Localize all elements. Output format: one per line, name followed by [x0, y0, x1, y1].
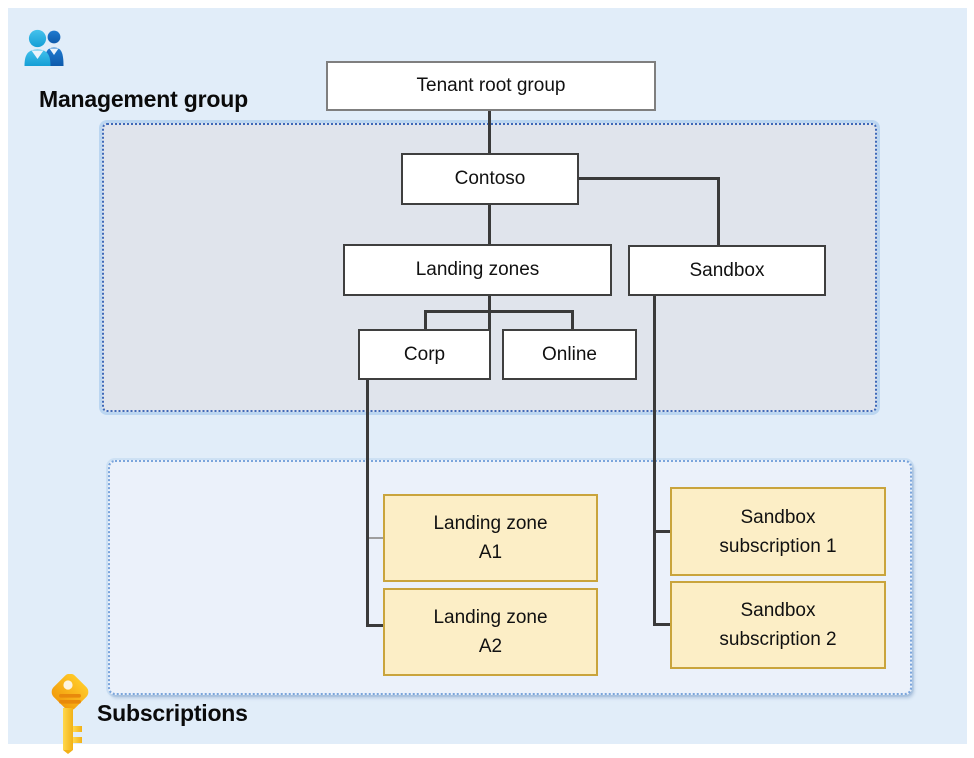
node-sandbox-subscription-2: Sandbox subscription 2 [670, 581, 886, 669]
node-label-line: A2 [478, 636, 503, 657]
subscriptions-title: Subscriptions [97, 700, 248, 726]
key-icon [48, 673, 92, 754]
node-contoso: Contoso [401, 153, 579, 205]
connector-contoso-landingzones [488, 204, 491, 246]
node-label-line: Sandbox [740, 600, 816, 621]
management-group-title: Management group [39, 86, 248, 112]
node-label-line: Landing zone [433, 513, 548, 534]
connector-corp-online-tbar [424, 310, 574, 313]
people-icon [22, 27, 68, 67]
node-label-line: Sandbox [740, 506, 816, 528]
node-landing-zones: Landing zones [343, 244, 612, 296]
node-landing-zone-a2: Landing zone A2 [383, 588, 598, 676]
node-online: Online [502, 329, 637, 380]
connector-corp-a1 [369, 537, 384, 539]
node-landing-zone-a1: Landing zone A1 [383, 494, 598, 582]
node-tenant-root-group: Tenant root group [326, 61, 656, 111]
node-sandbox-subscription-1: Sandbox subscription 1 [670, 487, 886, 576]
node-corp: Corp [358, 329, 491, 380]
connector-corp-trunk [366, 379, 369, 627]
connector-contoso-sandbox-horizontal [579, 177, 720, 180]
diagram-canvas: Management group Tenant root group Conto… [8, 8, 967, 754]
connector-sandbox-trunk [653, 295, 656, 626]
connector-tenantroot-contoso [488, 111, 491, 155]
connector-sandbox-sub1 [655, 530, 671, 533]
connector-stub-corp [424, 310, 427, 330]
node-label-line: Landing zone [433, 607, 548, 628]
node-label-line: subscription 2 [719, 629, 837, 650]
connector-sandbox-sub2 [653, 623, 672, 626]
connector-contoso-sandbox-vertical [717, 177, 720, 246]
node-sandbox: Sandbox [628, 245, 826, 296]
connector-corp-a2 [366, 624, 385, 627]
connector-stub-online [571, 310, 574, 330]
node-label-line: subscription 1 [719, 535, 837, 557]
node-label-line: A1 [478, 542, 503, 563]
